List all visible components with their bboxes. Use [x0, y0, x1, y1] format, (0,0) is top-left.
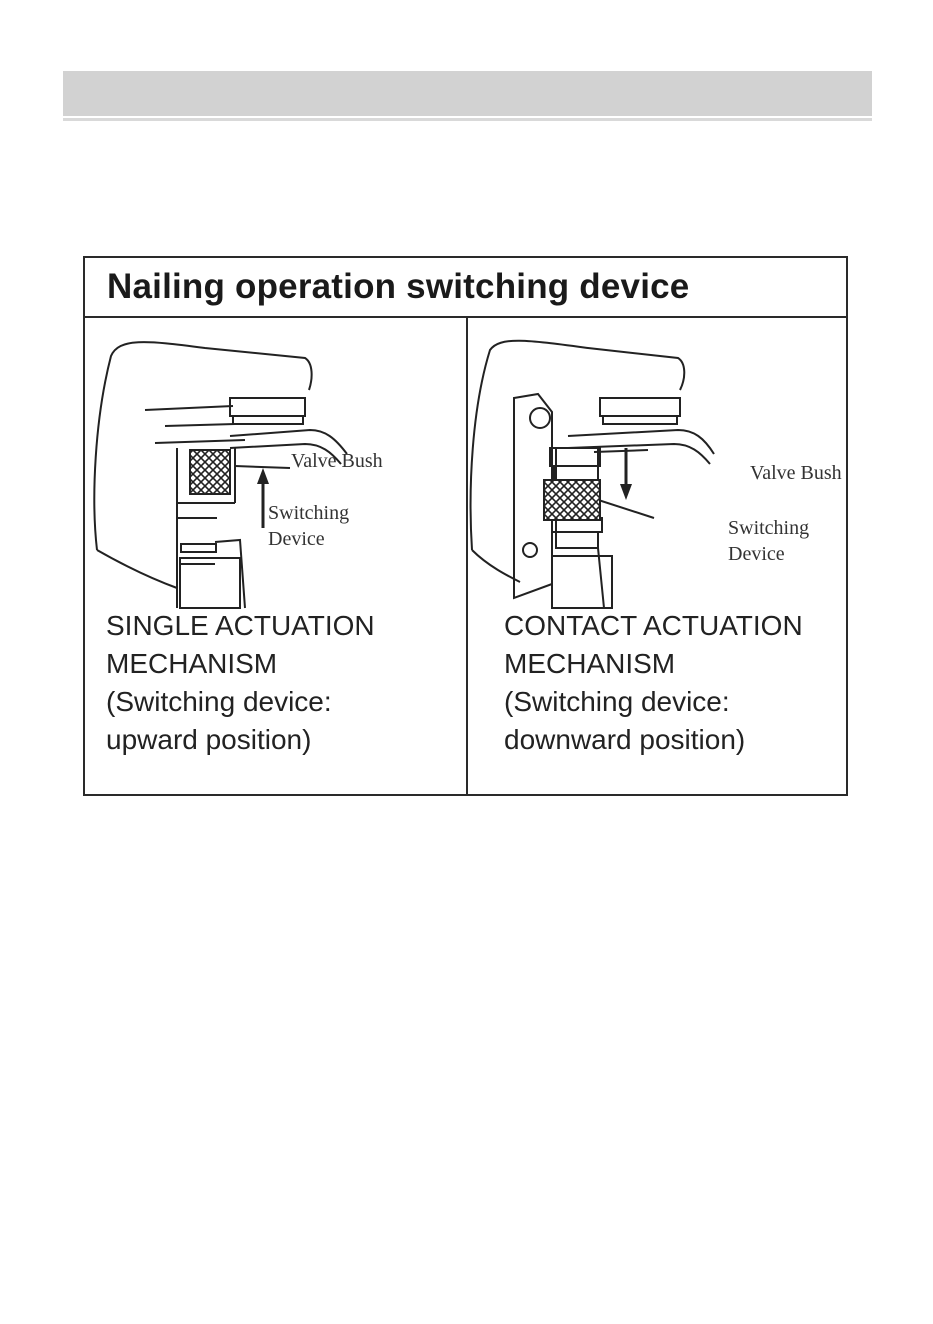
- header-rule: [63, 118, 872, 121]
- single-actuation-caption: SINGLE ACTUATION MECHANISM (Switching de…: [106, 607, 375, 759]
- section-header-bar: [63, 71, 872, 116]
- valve-bush-label: Valve Bush: [291, 448, 383, 474]
- panel-contact-actuation: Valve Bush Switching Device CONTACT ACTU…: [468, 318, 846, 794]
- caption-line: SINGLE ACTUATION: [106, 607, 375, 645]
- caption-line: (Switching device:: [504, 683, 803, 721]
- caption-line: CONTACT ACTUATION: [504, 607, 803, 645]
- caption-line: upward position): [106, 721, 375, 759]
- caption-line: MECHANISM: [106, 645, 375, 683]
- caption-line: (Switching device:: [106, 683, 375, 721]
- figure-title-row: Nailing operation switching device: [85, 258, 846, 318]
- figure-box: Nailing operation switching device: [83, 256, 848, 796]
- panel-single-actuation: Valve Bush Switching Device SINGLE ACTUA…: [85, 318, 466, 794]
- figure-title: Nailing operation switching device: [107, 267, 689, 307]
- switching-device-label-line2: Device: [268, 526, 325, 552]
- caption-line: downward position): [504, 721, 803, 759]
- contact-actuation-caption: CONTACT ACTUATION MECHANISM (Switching d…: [504, 607, 803, 759]
- switching-device-label-line1: Switching: [268, 500, 349, 526]
- caption-line: MECHANISM: [504, 645, 803, 683]
- valve-bush-label: Valve Bush: [750, 460, 842, 486]
- switching-device-label-line2: Device: [728, 541, 785, 567]
- single-actuation-drawing: [85, 318, 466, 618]
- switching-device-label-line1: Switching: [728, 515, 809, 541]
